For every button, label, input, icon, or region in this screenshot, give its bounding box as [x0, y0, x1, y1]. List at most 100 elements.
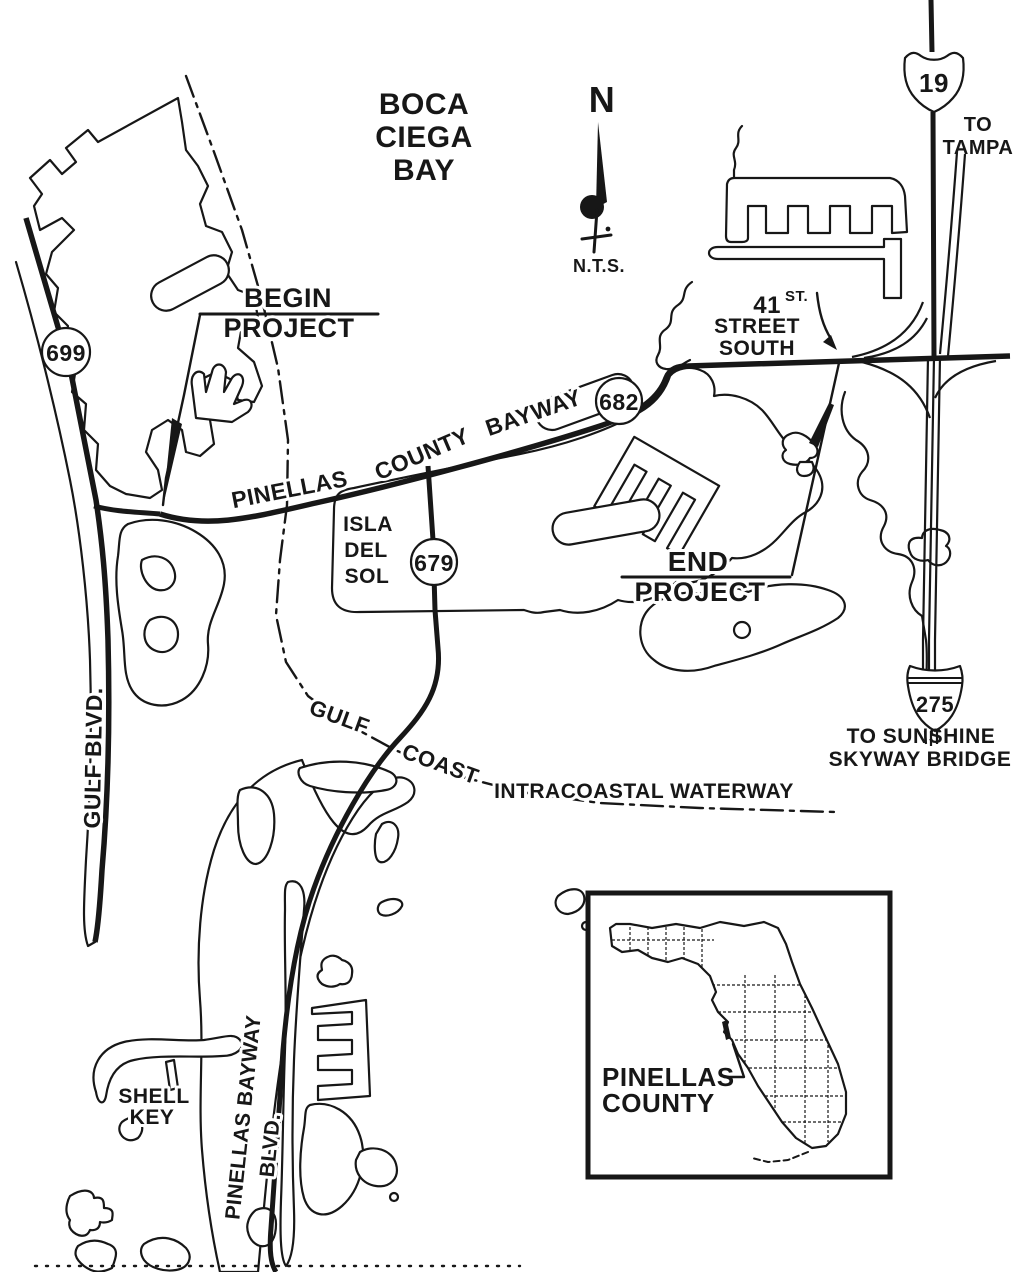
label-isla-line1: ISLA — [343, 513, 393, 536]
lagoon-pond-2 — [143, 615, 180, 654]
small-island-3 — [65, 1189, 114, 1237]
north-arrow-stem — [592, 208, 599, 254]
label-street41-num: 41 — [753, 292, 781, 319]
isla-canal-comb — [593, 435, 721, 557]
small-island-5 — [139, 1236, 191, 1272]
route-shields: 699 682 679 19 275 — [40, 51, 965, 733]
end-project-leader — [790, 361, 841, 577]
north-arrow-crossbar — [580, 233, 613, 241]
north-arrow-circle — [580, 195, 604, 219]
florida-keys — [751, 1151, 809, 1163]
label-to-tampa-line1: TO — [964, 114, 992, 136]
label-begin-project-line1: BEGIN — [244, 283, 332, 313]
shield-sr682: 682 — [594, 376, 644, 426]
shell-key-sliver — [164, 1058, 180, 1092]
shield-sr699-number: 699 — [46, 340, 86, 366]
freeway-stub-below-shield — [923, 730, 939, 746]
street41-arrow-line — [815, 291, 833, 341]
label-to-tampa-line2: TAMPA — [943, 137, 1014, 159]
end-project-wedge-arrow — [809, 403, 834, 447]
label-end-project-line2: PROJECT — [634, 577, 765, 607]
north-arrow: N N.T.S. — [573, 79, 625, 276]
shore-curl-2 — [795, 460, 815, 478]
label-bay: BAY — [393, 154, 455, 187]
road-sr679-bayway-blvd — [267, 465, 442, 1272]
road-gulf-blvd — [23, 217, 112, 943]
shoreline-west-of-marina — [655, 280, 694, 371]
gulf-beach-shoreline — [14, 260, 97, 948]
blvd-teardrop-island — [299, 1102, 365, 1216]
label-boca: BOCA — [379, 88, 469, 121]
small-island-2 — [354, 1147, 398, 1188]
county-boundary-dashdot — [184, 74, 837, 814]
boundary-lines — [33, 74, 837, 1268]
island-leaf-spit-2 — [297, 760, 398, 794]
lagoon-island-cluster — [115, 518, 226, 707]
blvd-shore-curl — [316, 954, 354, 988]
shield-sr679: 679 — [409, 537, 459, 587]
lagoon-pond-1 — [139, 555, 177, 592]
shield-sr699: 699 — [40, 326, 92, 378]
north-arrow-blade — [596, 122, 607, 208]
label-intracoastal-waterway: INTRACOASTAL WATERWAY — [494, 780, 794, 803]
shield-i275: 275 — [906, 664, 964, 733]
bayway-blvd-strip-island — [279, 880, 306, 1268]
east-shore-hook — [907, 527, 952, 567]
north-label: N — [589, 79, 616, 120]
north-arrow-dot — [605, 226, 611, 232]
label-skyway-line2: SKYWAY BRIDGE — [829, 748, 1012, 771]
label-isla-line3: SOL — [345, 565, 390, 588]
ramp-nw-inner — [863, 317, 928, 360]
road-pinellas-county-bayway — [159, 353, 1011, 524]
shell-key-crescent — [92, 1034, 243, 1104]
ramp-to-tampa-inner — [946, 153, 967, 357]
nts-label: N.T.S. — [573, 256, 625, 276]
ramp-sw — [861, 360, 932, 419]
inset-map: PINELLAS COUNTY — [585, 890, 893, 1180]
label-shell-key-line2: KEY — [130, 1106, 175, 1129]
marina-comb — [724, 176, 909, 244]
rounded-island-nw — [150, 254, 230, 312]
label-end-project-line1: END — [668, 546, 729, 577]
east-shoreline — [840, 390, 928, 692]
label-ciega: CIEGA — [375, 121, 473, 154]
small-island-4 — [74, 1239, 118, 1272]
ramp-nw — [851, 301, 925, 359]
label-street41-sup: ST. — [785, 288, 808, 305]
inset-label-line2: COUNTY — [602, 1088, 715, 1118]
ramp-to-tampa-outer — [938, 151, 959, 355]
southwest-island — [197, 758, 416, 1272]
label-begin-project-line2: PROJECT — [223, 313, 354, 343]
causeway-sliver-1 — [373, 820, 400, 864]
pinellas-county-leader — [722, 1042, 746, 1079]
label-street41-line3: SOUTH — [719, 337, 795, 360]
blvd-marina-comb — [310, 998, 372, 1102]
roads-group — [23, 0, 1011, 1272]
shield-sr682-number: 682 — [599, 389, 639, 415]
north-barrier-island — [28, 96, 264, 500]
rounded-island-south — [551, 498, 661, 546]
shield-us19: 19 — [903, 51, 965, 114]
lake-island — [732, 620, 752, 640]
trident-marsh — [190, 363, 253, 424]
small-island-dot — [388, 1191, 400, 1203]
label-isla-line2: DEL — [344, 539, 388, 562]
shield-sr679-number: 679 — [414, 550, 454, 576]
freeway-line-east — [933, 356, 942, 676]
road-us19 — [928, 0, 937, 357]
label-skyway-line1: TO SUNSHINE — [847, 725, 996, 748]
label-bayway-word1: PINELLAS — [229, 465, 350, 513]
island-leaf-spit-1 — [236, 786, 276, 866]
label-gulf-coast-word1: GULF — [306, 695, 373, 740]
label-shell-key-line1: SHELL — [118, 1085, 189, 1108]
ramp-se — [933, 359, 997, 399]
shield-us19-number: 19 — [919, 68, 949, 98]
small-island-7 — [554, 888, 586, 916]
street41-arrowhead — [823, 335, 837, 350]
begin-project-wedge-arrow — [163, 418, 182, 506]
marina-pier-bar — [707, 237, 903, 300]
causeway-sliver-2 — [376, 897, 404, 917]
road-junction-connector — [93, 503, 161, 517]
pinellas-county-marker — [722, 1020, 731, 1040]
